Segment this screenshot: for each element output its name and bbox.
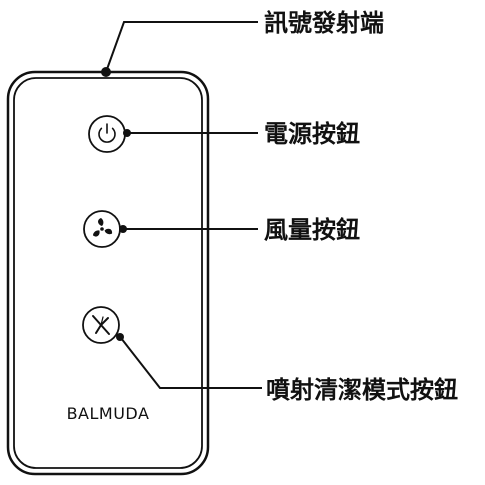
jet-clean-button-leader-dot bbox=[116, 333, 124, 341]
fan-speed-button[interactable] bbox=[83, 210, 121, 248]
fan-speed-button-label: 風量按鈕 bbox=[264, 216, 360, 244]
jet-clean-button[interactable] bbox=[82, 306, 120, 344]
power-button-label: 電源按鈕 bbox=[264, 120, 360, 148]
fan-icon bbox=[92, 218, 113, 237]
callout-leader-lines bbox=[105, 21, 262, 389]
power-button[interactable] bbox=[88, 115, 126, 153]
fan-speed-button-leader-dot bbox=[119, 225, 127, 233]
jet-clean-button-leader bbox=[120, 337, 262, 389]
ir-emitter-label: 訊號發射端 bbox=[264, 9, 384, 37]
power-icon bbox=[98, 123, 116, 143]
jet-clean-icon bbox=[92, 315, 110, 335]
power-button-leader-dot bbox=[123, 129, 131, 137]
jet-clean-button-label: 噴射清潔模式按鈕 bbox=[266, 376, 458, 404]
ir-emitter-leader bbox=[105, 21, 258, 73]
brand-logo: BALMUDA bbox=[67, 404, 150, 423]
remote-inner-outline bbox=[13, 77, 203, 469]
